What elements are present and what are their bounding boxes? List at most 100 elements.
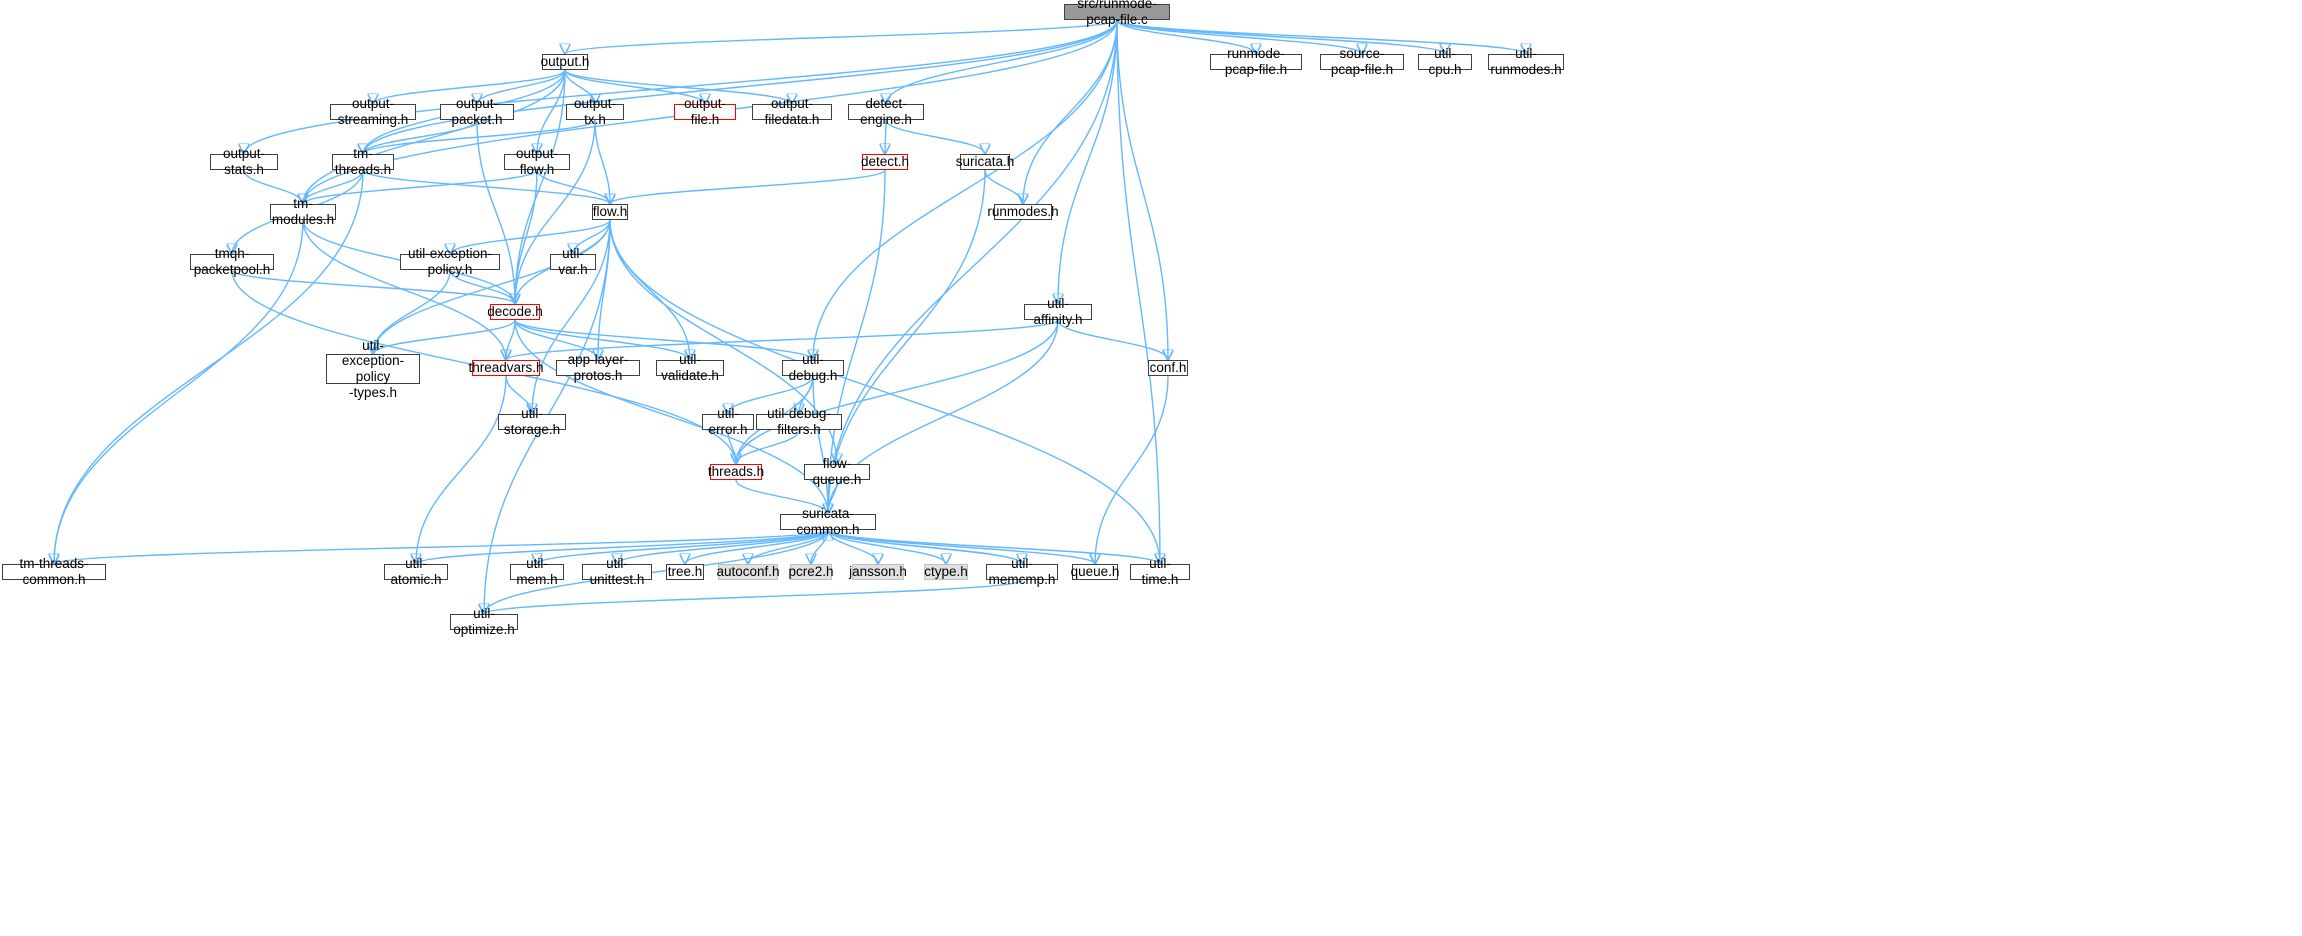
edge-tm-modules-h-to-threadvars-h xyxy=(302,219,506,360)
edge-root-to-util-runmodes-h xyxy=(1116,19,1526,54)
node-suricata-common-h[interactable]: suricata-common.h xyxy=(780,506,876,537)
node-output-filedata-h[interactable]: output-filedata.h xyxy=(752,96,832,127)
node-util-unittest-h[interactable]: util-unittest.h xyxy=(582,556,652,587)
edge-root-to-util-time-h xyxy=(1116,19,1160,564)
edge-root-to-util-debug-h xyxy=(813,19,1118,360)
node-util-cpu-h[interactable]: util-cpu.h xyxy=(1418,46,1472,77)
node-output-flow-h[interactable]: output-flow.h xyxy=(504,146,570,177)
edge-decode-h-to-suricata-common-h xyxy=(514,319,828,514)
node-util-exception-policy-h[interactable]: util-exception-policy.h xyxy=(400,246,500,277)
edge-util-exception-policy-h-to-decode-h xyxy=(449,269,515,304)
node-decode-h[interactable]: decode.h xyxy=(487,304,543,320)
node-tm-threads-h[interactable]: tm-threads.h xyxy=(332,146,394,177)
edge-flow-queue-h-to-suricata-common-h xyxy=(828,479,838,514)
edge-output-h-to-output-filedata-h xyxy=(564,69,792,105)
edge-root-to-util-affinity-h xyxy=(1058,19,1118,304)
edge-decode-h-to-util-validate-h xyxy=(514,319,690,360)
node-threadvars-h[interactable]: threadvars.h xyxy=(468,360,544,376)
node-autoconf-h[interactable]: autoconf.h xyxy=(716,564,780,580)
node-flow-queue-h[interactable]: flow-queue.h xyxy=(804,456,870,487)
edge-util-memcmp-h-to-suricata-common-h xyxy=(828,529,1023,565)
edge-util-affinity-h-to-conf-h xyxy=(1057,319,1168,360)
node-util-debug-filters-h[interactable]: util-debug-filters.h xyxy=(756,406,842,437)
edge-suricata-common-h-to-util-atomic-h xyxy=(416,529,829,564)
edge-util-exception-policy-h-to-util-exception-policy-types-h xyxy=(373,269,451,354)
node-pcre2-h[interactable]: pcre2.h xyxy=(788,564,834,580)
edge-util-affinity-h-to-suricata-common-h xyxy=(828,319,1059,514)
node-util-runmodes-h[interactable]: util-runmodes.h xyxy=(1488,46,1564,77)
node-suricata-h[interactable]: suricata.h xyxy=(955,154,1015,170)
edge-detect-engine-h-to-detect-h xyxy=(885,119,886,154)
edge-flow-h-to-util-storage-h xyxy=(532,219,611,414)
node-util-affinity-h[interactable]: util-affinity.h xyxy=(1024,296,1092,327)
edge-output-h-to-output-packet-h xyxy=(477,69,566,104)
edge-conf-h-to-queue-h xyxy=(1095,375,1169,564)
node-tm-threads-common-h[interactable]: tm-threads-common.h xyxy=(2,556,106,587)
edge-root-to-runmode-pcap-file-h xyxy=(1116,19,1256,54)
node-util-exception-policy-types-h[interactable]: util-exception-policy -types.h xyxy=(326,338,420,400)
node-tmqh-packetpool-h[interactable]: tmqh-packetpool.h xyxy=(190,246,274,277)
edge-util-debug-filters-h-to-threads-h xyxy=(736,429,800,464)
node-util-var-h[interactable]: util-var.h xyxy=(550,246,596,277)
edge-flow-h-to-util-exception-policy-h xyxy=(450,219,611,254)
node-util-mem-h[interactable]: util-mem.h xyxy=(510,556,564,587)
node-output-file-h[interactable]: output-file.h xyxy=(674,96,736,127)
node-util-optimize-h[interactable]: util-optimize.h xyxy=(450,606,518,637)
node-util-time-h[interactable]: util-time.h xyxy=(1130,556,1190,587)
edge-root-to-source-pcap-file-h xyxy=(1116,19,1362,55)
node-tm-modules-h[interactable]: tm-modules.h xyxy=(270,196,336,227)
edge-tm-modules-h-to-tm-threads-common-h xyxy=(54,219,304,564)
node-util-storage-h[interactable]: util-storage.h xyxy=(498,406,566,437)
node-output-tx-h[interactable]: output-tx.h xyxy=(566,96,624,127)
edge-output-h-to-output-tx-h xyxy=(564,69,595,104)
edge-output-packet-h-to-decode-h xyxy=(476,119,515,304)
node-runmodes-h[interactable]: runmodes.h xyxy=(987,204,1059,220)
edge-output-h-to-output-flow-h xyxy=(537,69,566,154)
node-ctype-h[interactable]: ctype.h xyxy=(924,564,968,580)
edge-output-h-to-output-streaming-h xyxy=(373,69,566,105)
node-output-stats-h[interactable]: output-stats.h xyxy=(210,146,278,177)
node-flow-h[interactable]: flow.h xyxy=(592,204,628,220)
edge-root-to-detect-engine-h xyxy=(886,19,1118,104)
node-util-atomic-h[interactable]: util-atomic.h xyxy=(384,556,448,587)
edge-decode-h-to-util-exception-policy-types-h xyxy=(373,319,516,354)
node-detect-engine-h[interactable]: detect-engine.h xyxy=(848,96,924,127)
node-root[interactable]: src/runmode-pcap-file.c xyxy=(1064,0,1170,27)
edge-flow-h-to-util-exception-policy-types-h xyxy=(373,219,611,354)
node-tree-h[interactable]: tree.h xyxy=(666,564,704,580)
node-jansson-h[interactable]: jansson.h xyxy=(849,564,907,580)
edge-tm-threads-h-to-tm-threads-common-h xyxy=(54,169,364,564)
node-output-packet-h[interactable]: output-packet.h xyxy=(440,96,514,127)
edge-decode-h-to-app-layer-protos-h xyxy=(514,319,598,360)
edge-tm-threads-h-to-flow-h xyxy=(362,169,610,205)
node-runmode-pcap-file-h[interactable]: runmode-pcap-file.h xyxy=(1210,46,1302,77)
edge-suricata-common-h-to-util-time-h xyxy=(827,529,1160,564)
node-util-debug-h[interactable]: util-debug.h xyxy=(782,352,844,383)
node-source-pcap-file-h[interactable]: source-pcap-file.h xyxy=(1320,46,1404,77)
node-output-streaming-h[interactable]: output-streaming.h xyxy=(330,96,416,127)
node-util-memcmp-h[interactable]: util-memcmp.h xyxy=(986,556,1058,587)
edge-threadvars-h-to-util-atomic-h xyxy=(416,375,507,564)
node-conf-h[interactable]: conf.h xyxy=(1148,360,1188,376)
edge-detect-engine-h-to-suricata-h xyxy=(885,119,985,154)
node-util-validate-h[interactable]: util-validate.h xyxy=(656,352,724,383)
edge-flow-h-to-util-time-h xyxy=(609,219,1160,564)
edge-util-affinity-h-to-threads-h xyxy=(736,319,1059,464)
edge-decode-h-to-util-debug-h xyxy=(514,319,813,360)
edge-detect-h-to-suricata-common-h xyxy=(828,169,886,514)
node-detect-h[interactable]: detect.h xyxy=(860,154,910,170)
edge-suricata-common-h-to-util-mem-h xyxy=(537,529,829,564)
edge-output-h-to-decode-h xyxy=(515,69,566,304)
edge-util-debug-h-to-util-error-h xyxy=(728,375,814,414)
node-output-h[interactable]: output.h xyxy=(540,54,590,70)
edge-root-to-output-h xyxy=(565,19,1118,54)
node-queue-h[interactable]: queue.h xyxy=(1070,564,1120,580)
edge-suricata-common-h-to-tree-h xyxy=(685,529,829,564)
edge-root-to-conf-h xyxy=(1116,19,1168,360)
edge-root-to-runmodes-h xyxy=(1023,19,1118,204)
node-app-layer-protos-h[interactable]: app-layer-protos.h xyxy=(556,352,640,383)
node-threads-h[interactable]: threads.h xyxy=(707,464,765,480)
node-util-error-h[interactable]: util-error.h xyxy=(702,406,754,437)
edge-suricata-common-h-to-util-optimize-h xyxy=(484,529,829,614)
